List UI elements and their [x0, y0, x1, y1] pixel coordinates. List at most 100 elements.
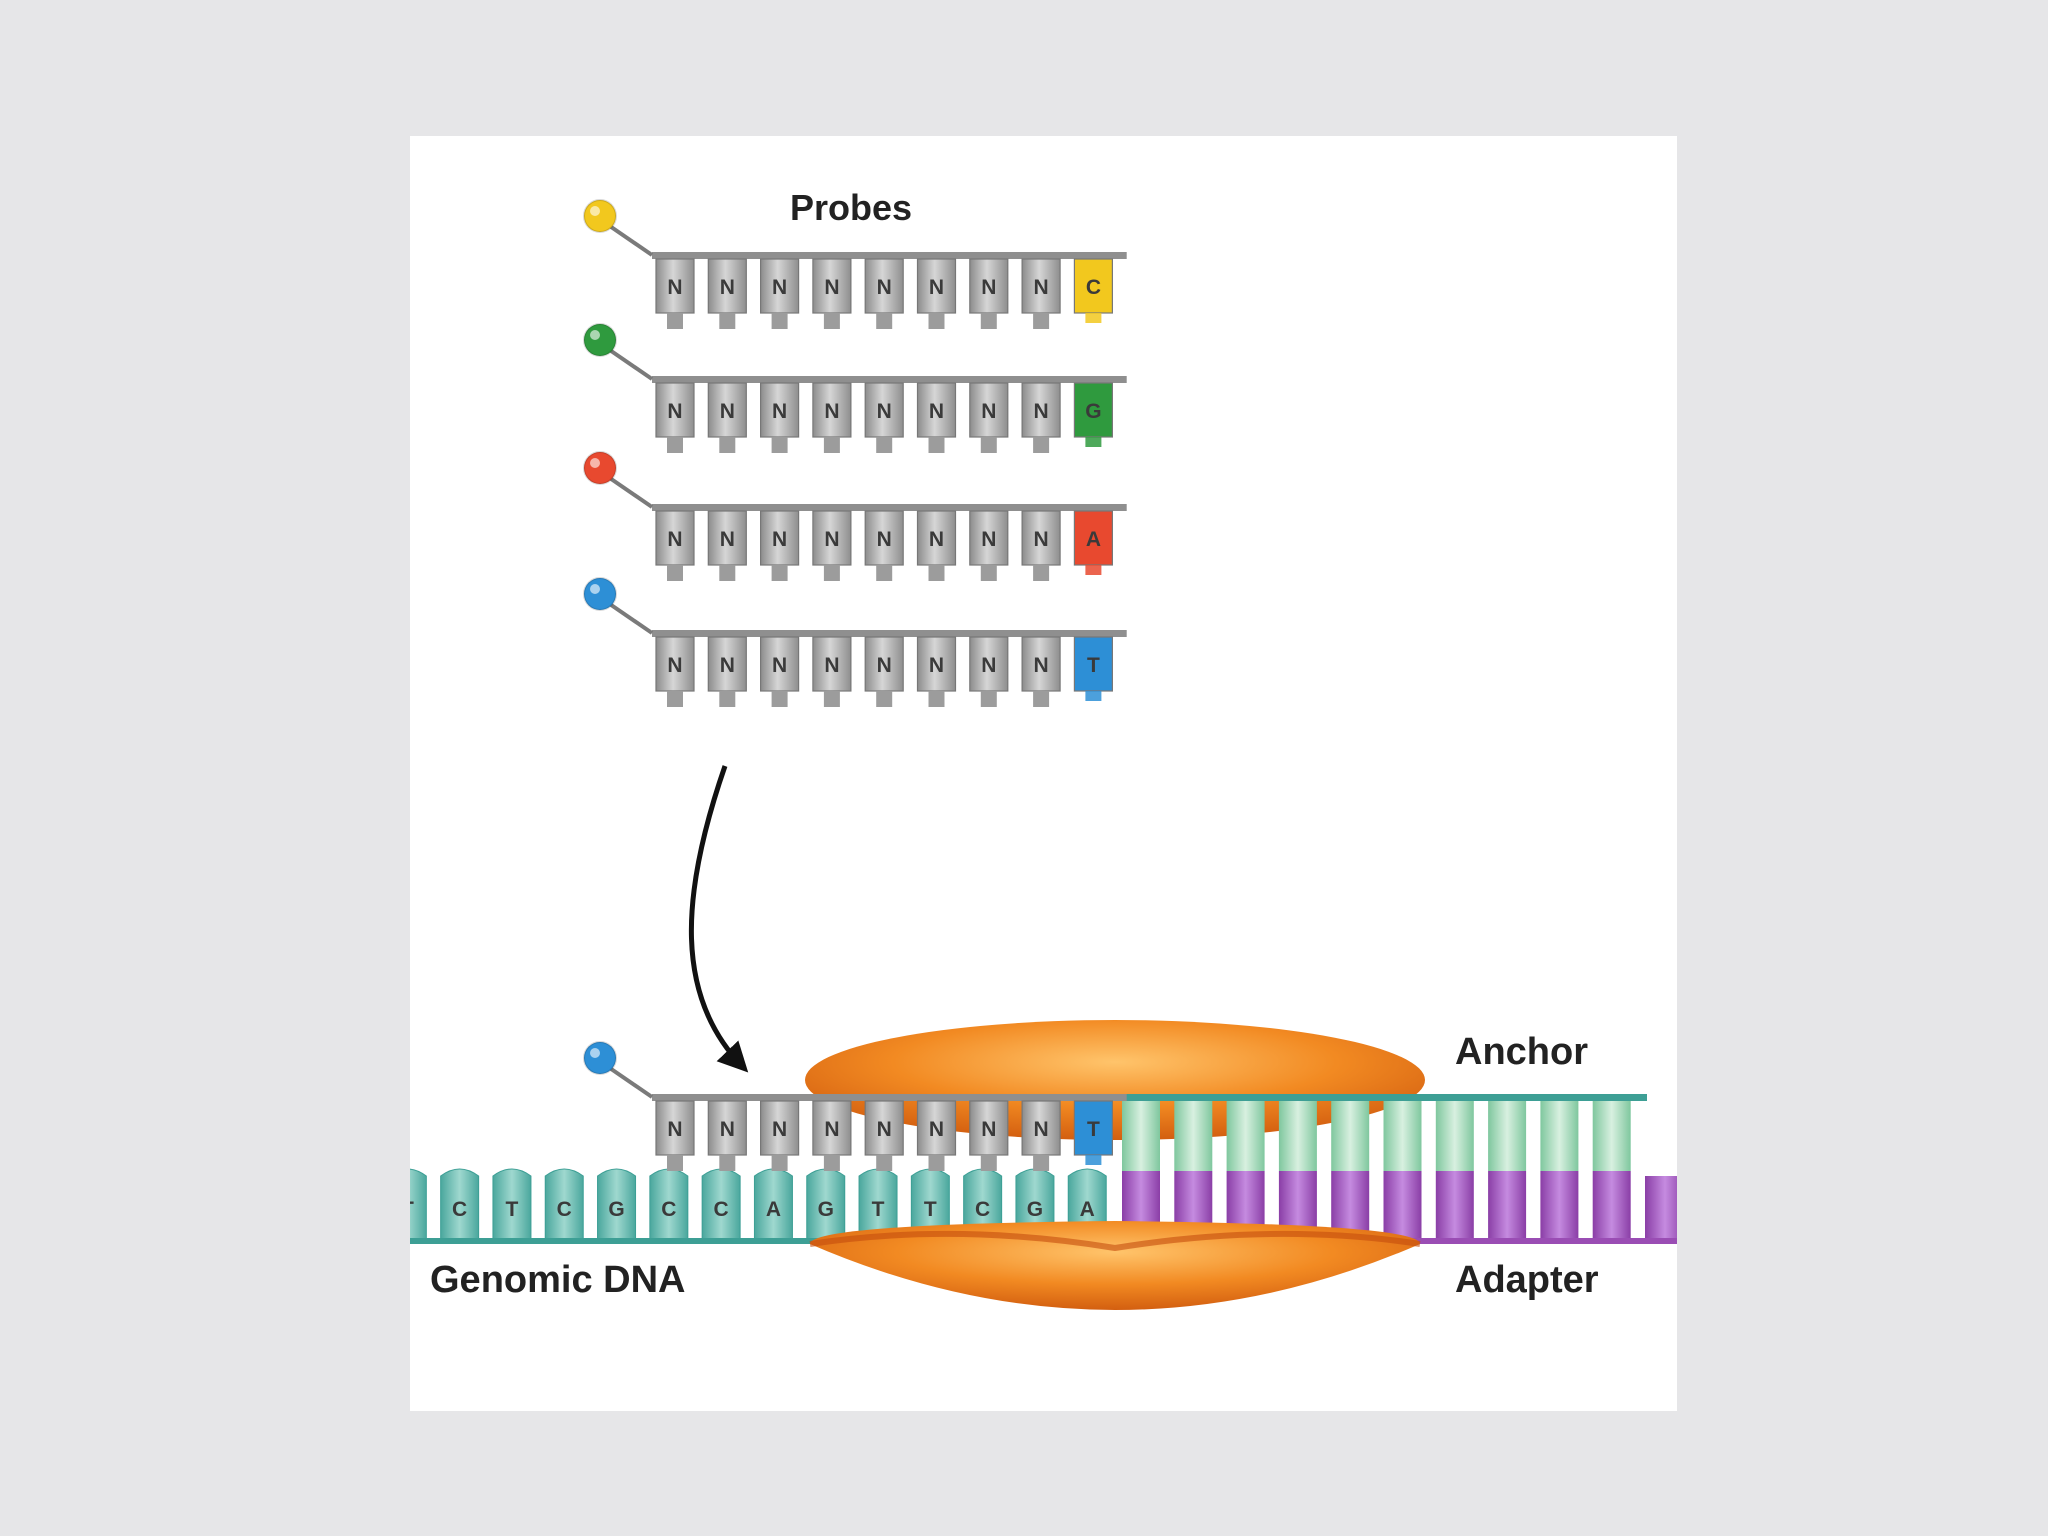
genomic-base-letter: G — [608, 1198, 624, 1221]
anchor-adapter-base-pair — [1383, 1101, 1422, 1241]
probe-degenerate-base: N — [969, 258, 1009, 329]
genomic-base: G — [597, 1168, 637, 1241]
probe-degenerate-base: N — [812, 382, 852, 453]
fluorescent-dye-icon — [583, 577, 617, 611]
probe-base-letter: C — [1086, 276, 1101, 299]
dye-highlight — [590, 1048, 600, 1058]
probe-degenerate-base: N — [864, 382, 904, 453]
probe-base-letter: N — [720, 654, 735, 677]
probe-degenerate-base: N — [760, 1100, 800, 1171]
genomic-base-letter: C — [975, 1198, 990, 1221]
probe-degenerate-base: N — [916, 382, 957, 453]
probe-degenerate-base: N — [812, 510, 852, 581]
probe-base-letter: N — [877, 400, 892, 423]
probe-degenerate-base: N — [1021, 382, 1061, 453]
probe-base-letter: N — [824, 1118, 839, 1141]
probe-degenerate-base: N — [916, 258, 957, 329]
probe-degenerate-base: N — [812, 636, 852, 707]
probe-base-letter: N — [720, 528, 735, 551]
anchor-adapter-group — [1116, 1094, 1677, 1244]
probe-backbone — [652, 376, 1127, 383]
anchor-adapter-base-pair — [1226, 1101, 1265, 1241]
genomic-base: C — [440, 1168, 480, 1241]
genomic-dna-label: Genomic DNA — [430, 1259, 685, 1301]
probe-degenerate-base: N — [969, 636, 1009, 707]
anchor-adapter-base-pair — [1435, 1101, 1474, 1241]
probe-degenerate-base: N — [707, 382, 747, 453]
probe-base-letter: N — [929, 1118, 944, 1141]
probe-degenerate-base: N — [812, 1100, 852, 1171]
anchor-adapter-base-pair — [1592, 1101, 1631, 1241]
dye-highlight — [590, 206, 600, 216]
genomic-base-letter: T — [872, 1198, 885, 1221]
probe-backbone — [652, 1094, 1127, 1101]
genomic-base-letter: C — [661, 1198, 676, 1221]
probe-degenerate-base: N — [760, 382, 800, 453]
probe-base-letter: N — [667, 1118, 682, 1141]
probe-interrogation-base: C — [1073, 258, 1114, 323]
probe-degenerate-base: N — [969, 382, 1009, 453]
genomic-backbone — [410, 1238, 1122, 1244]
probe-base-letter: N — [1034, 528, 1049, 551]
anchor-adapter-base-pair — [1122, 1101, 1160, 1241]
fluorescent-dye-icon — [583, 1041, 617, 1075]
genomic-base-letter: C — [557, 1198, 572, 1221]
probe-base-letter: N — [824, 400, 839, 423]
probe-base-letter: N — [981, 528, 996, 551]
probe-base-letter: N — [824, 528, 839, 551]
probe-base-letter: N — [772, 1118, 787, 1141]
probe-base-letter: N — [981, 1118, 996, 1141]
genomic-base-letter: T — [506, 1198, 519, 1221]
genomic-base-letter: G — [818, 1198, 834, 1221]
probe-degenerate-base: N — [707, 258, 747, 329]
probe-base-letter: N — [824, 276, 839, 299]
probe-degenerate-base: N — [707, 1100, 747, 1171]
probe-base-letter: N — [772, 276, 787, 299]
genomic-base: C — [701, 1168, 741, 1241]
genomic-base: T — [492, 1168, 532, 1241]
genomic-base-letter: C — [452, 1198, 467, 1221]
probe-base-letter: N — [981, 654, 996, 677]
probe-degenerate-base: N — [864, 1100, 904, 1171]
probe-degenerate-base: N — [1021, 1100, 1061, 1171]
genomic-base-letter: A — [1080, 1198, 1095, 1221]
probe-base-letter: N — [1034, 654, 1049, 677]
genomic-base-letter: C — [714, 1198, 729, 1221]
probe-degenerate-base: N — [760, 636, 800, 707]
probe-interrogation-base: A — [1073, 510, 1114, 575]
probe-degenerate-base: N — [916, 510, 957, 581]
genomic-base-letter: G — [1027, 1198, 1043, 1221]
probe-degenerate-base: N — [655, 636, 695, 707]
probe-base-letter: N — [667, 276, 682, 299]
anchor-adapter-base-pair — [1488, 1101, 1527, 1241]
genomic-base-letter: T — [410, 1198, 414, 1221]
probe-base-letter: N — [1034, 1118, 1049, 1141]
anchor-adapter-base-pair — [1174, 1101, 1213, 1241]
probe-backbone — [652, 504, 1127, 511]
probe-base-letter: N — [667, 654, 682, 677]
probe-degenerate-base: N — [969, 1100, 1009, 1171]
probe-base-letter: N — [981, 400, 996, 423]
ligase-upper-lobe — [805, 1020, 1425, 1140]
probe-base-letter: N — [877, 1118, 892, 1141]
probe-degenerate-base: N — [655, 1100, 695, 1171]
probe-degenerate-base: N — [707, 510, 747, 581]
fluorescent-dye-icon — [583, 323, 617, 357]
adapter-label: Adapter — [1455, 1259, 1599, 1301]
probe-backbone — [652, 630, 1127, 637]
dye-highlight — [590, 458, 600, 468]
probe-base-letter: N — [877, 528, 892, 551]
probe-degenerate-base: N — [1021, 258, 1061, 329]
probe-interrogation-base: T — [1073, 636, 1114, 701]
probe-base-letter: N — [772, 400, 787, 423]
probe-degenerate-base: N — [707, 636, 747, 707]
probe-backbone — [652, 252, 1127, 259]
probe-base-letter: N — [667, 400, 682, 423]
anchor-adapter-base-pair — [1331, 1101, 1370, 1241]
probe-degenerate-base: N — [916, 636, 957, 707]
genomic-base: G — [806, 1168, 846, 1241]
